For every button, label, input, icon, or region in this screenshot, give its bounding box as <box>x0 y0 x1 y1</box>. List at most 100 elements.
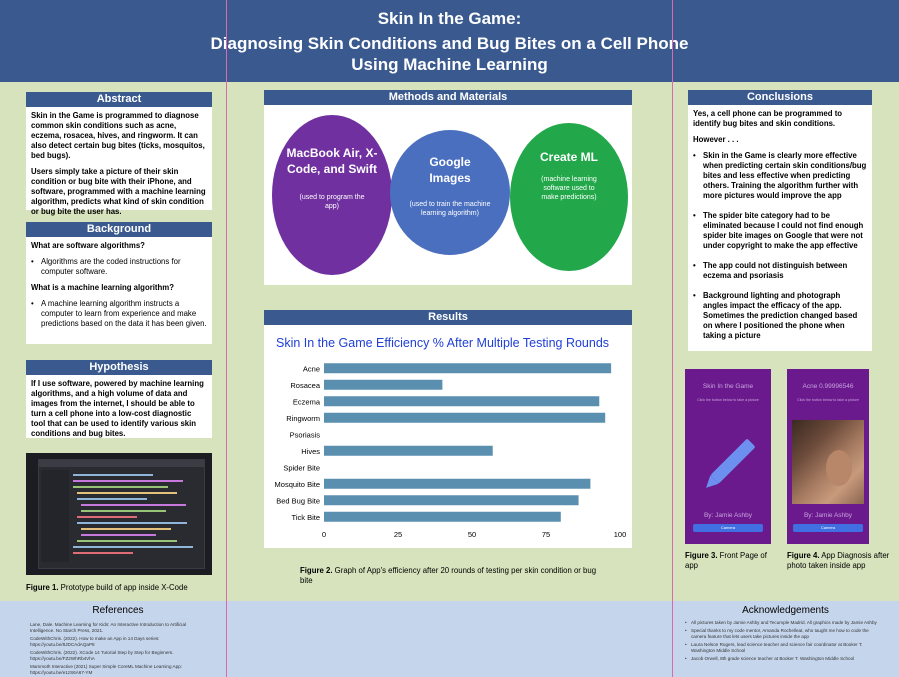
acknowledgement-item: Laura Nelson Rogers, lead science teache… <box>685 642 885 654</box>
chart-category-label: Mosquito Bite <box>275 480 320 489</box>
references-heading: References <box>92 605 144 616</box>
conclusions-b1: Skin in the Game is clearly more effecti… <box>693 151 867 201</box>
chart-category-label: Hives <box>301 447 320 456</box>
chart-bar <box>324 379 443 390</box>
acknowledgements-list: All pictures taken by Jamie Ashby and Te… <box>685 620 885 668</box>
background-b2: A machine learning algorithm instructs a… <box>31 299 207 329</box>
figure4-label: Figure 4. <box>787 551 820 560</box>
phone1-camera-button[interactable]: Camera <box>693 524 763 532</box>
methods-heading: Methods and Materials <box>264 90 632 105</box>
figure1-label: Figure 1. <box>26 583 59 592</box>
footer-divider-right <box>672 601 673 677</box>
reference-item: CodeWithChris. (2022). XCode 14 Tutorial… <box>30 650 174 661</box>
chart-category-label: Bed Bug Bite <box>276 496 320 505</box>
references-list: Lane, Dale. Machine Learning for Kids: A… <box>30 622 205 676</box>
footer-divider-left <box>226 601 227 677</box>
create-ml-circle: Create ML (machine learning software use… <box>510 123 628 271</box>
background-box: What are software algorithms? Algorithms… <box>26 237 212 344</box>
background-q1: What are software algorithms? <box>31 241 145 250</box>
background-heading: Background <box>26 222 212 237</box>
figure3-text: Front Page of app <box>685 551 767 570</box>
chart-x-tick-label: 0 <box>322 530 326 539</box>
methods-box: MacBook Air, X-Code, and Swift (used to … <box>264 105 632 285</box>
acknowledgement-item: Jacob Orwell, 8th grade science teacher … <box>685 656 885 662</box>
acknowledgement-item: All pictures taken by Jamie Ashby and Te… <box>685 620 885 626</box>
hypothesis-box: If I use software, powered by machine le… <box>26 375 212 438</box>
chart-x-tick-label: 25 <box>394 530 402 539</box>
reference-item: CodeWithChris. (2022). How to make an Ap… <box>30 636 160 647</box>
phone-front-page: Skin In the Game Click the button below … <box>685 369 771 544</box>
macbook-title: MacBook Air, X-Code, and Swift <box>286 146 378 176</box>
reference-item: Lane, Dale. Machine Learning for Kids: A… <box>30 622 187 633</box>
conclusions-p2: However . . . <box>693 135 739 144</box>
acknowledgements-heading: Acknowledgements <box>742 605 829 616</box>
figure2-label: Figure 2. <box>300 566 333 575</box>
title-line-2: Diagnosing Skin Conditions and Bug Bites… <box>210 34 689 53</box>
xcode-photo <box>26 453 212 575</box>
figure1-caption: Figure 1. Prototype build of app inside … <box>26 583 226 593</box>
phone2-camera-button[interactable]: Camera <box>793 524 863 532</box>
pencil-icon <box>706 439 755 488</box>
phone1-author: By: Jamie Ashby <box>703 512 753 519</box>
hypothesis-text: If I use software, powered by machine le… <box>31 379 204 438</box>
chart-bar <box>324 511 561 522</box>
chart-bar <box>324 445 493 456</box>
figure3-label: Figure 3. <box>685 551 718 560</box>
reference-item: Mammoth Interactive (2021) Super Simple … <box>30 664 183 675</box>
figure1-text: Prototype build of app inside X-Code <box>58 583 188 592</box>
chart-category-label: Rosacea <box>290 381 320 390</box>
conclusions-box: Yes, a cell phone can be programmed to i… <box>688 105 872 351</box>
conclusions-heading: Conclusions <box>688 90 872 105</box>
background-q2: What is a machine learning algorithm? <box>31 283 174 292</box>
chart-category-label: Acne <box>303 364 320 373</box>
phone-diagnosis: Acne 0.99996546 Click the button below t… <box>787 369 869 544</box>
google-images-sub: (used to train the machine learning algo… <box>409 201 491 217</box>
abstract-heading: Abstract <box>26 92 212 107</box>
skin-photo <box>792 420 864 504</box>
chart-category-label: Ringworm <box>286 414 320 423</box>
figure4-text: App Diagnosis after photo taken inside a… <box>787 551 890 570</box>
conclusions-b4: Background lighting and photograph angle… <box>693 291 867 341</box>
phone2-title: Acne 0.99996546 <box>802 383 854 390</box>
chart-x-tick-label: 100 <box>614 530 627 539</box>
chart-bar <box>324 412 606 423</box>
create-ml-sub: (machine learning software used to make … <box>541 176 597 201</box>
abstract-p2: Users simply take a picture of their ski… <box>31 167 206 216</box>
chart-bar <box>324 478 591 489</box>
hypothesis-heading: Hypothesis <box>26 360 212 375</box>
abstract-box: Skin in the Game is programmed to diagno… <box>26 107 212 216</box>
background-b1: Algorithms are the coded instructions fo… <box>31 257 207 277</box>
chart-category-label: Eczema <box>293 397 321 406</box>
poster-header: Skin In the Game: Diagnosing Skin Condit… <box>0 0 899 82</box>
macbook-sub: (used to program the app) <box>299 194 365 210</box>
chart-bar <box>324 396 600 407</box>
chart-bar <box>324 363 612 374</box>
conclusions-b3: The app could not distinguish between ec… <box>693 261 867 281</box>
abstract-p1: Skin in the Game is programmed to diagno… <box>31 111 205 160</box>
chart-category-label: Spider Bite <box>283 463 320 472</box>
figure3-caption: Figure 3. Front Page of app <box>685 551 775 571</box>
column-divider-right <box>672 0 673 677</box>
figure2-caption: Figure 2. Graph of App's efficiency afte… <box>300 566 600 586</box>
results-chart-svg: Skin In the Game Efficiency % After Mult… <box>275 336 627 539</box>
column-divider-left <box>226 0 227 677</box>
google-images-circle: Google Images (used to train the machine… <box>390 130 510 255</box>
title-line-3: Using Machine Learning <box>351 55 548 74</box>
google-images-title: Google Images <box>429 155 471 185</box>
conclusions-b2: The spider bite category had to be elimi… <box>693 211 867 251</box>
acknowledgement-item: Special thanks to my code mentor, Amanda… <box>685 628 885 640</box>
results-heading: Results <box>264 310 632 325</box>
chart-x-tick-label: 50 <box>468 530 476 539</box>
macbook-circle: MacBook Air, X-Code, and Swift (used to … <box>272 115 392 275</box>
phone1-title: Skin In the Game <box>702 383 754 390</box>
chart-category-label: Tick Bite <box>292 513 320 522</box>
figure2-text: Graph of App's efficiency after 20 round… <box>300 566 597 585</box>
phone2-author: By: Jamie Ashby <box>803 512 853 519</box>
phone2-hint: Click the button below to take a picture <box>797 398 859 402</box>
conclusions-p1: Yes, a cell phone can be programmed to i… <box>693 109 843 128</box>
title-line-1: Skin In the Game: <box>377 9 522 28</box>
results-chart: Skin In the Game Efficiency % After Mult… <box>264 325 632 548</box>
chart-bar <box>324 495 579 506</box>
chart-title: Skin In the Game Efficiency % After Mult… <box>276 336 609 350</box>
figure4-caption: Figure 4. App Diagnosis after photo take… <box>787 551 892 571</box>
